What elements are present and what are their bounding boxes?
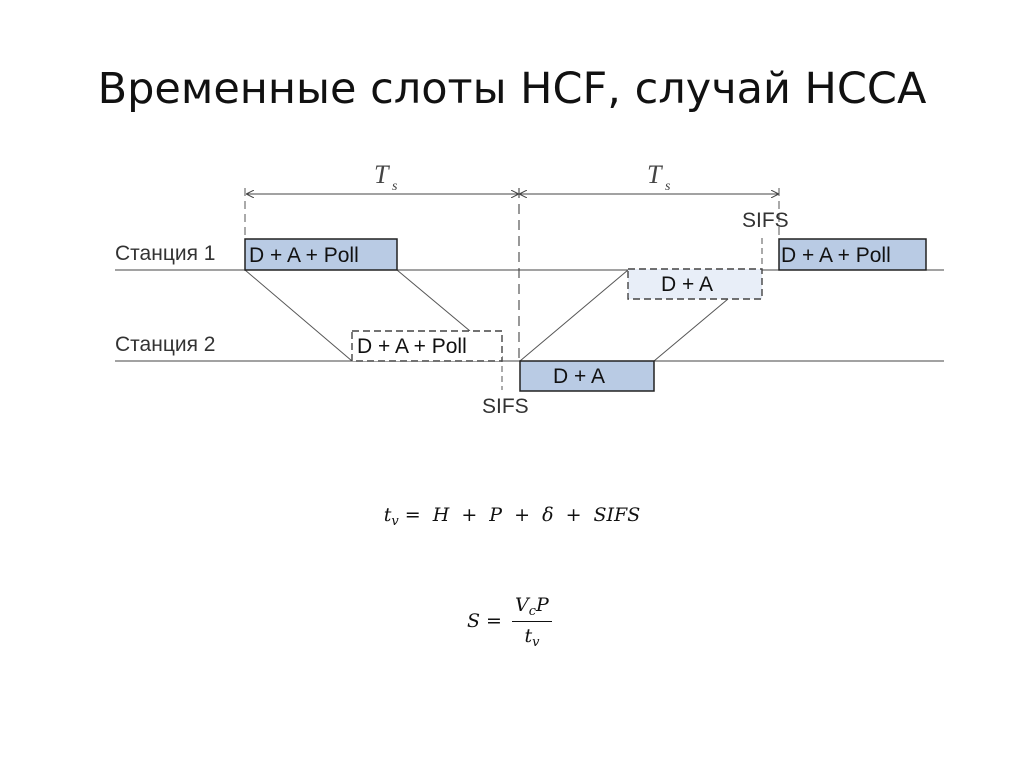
- ts-label-1: T: [374, 160, 390, 189]
- svg-text:D + A + Poll: D + A + Poll: [249, 244, 359, 267]
- prop-line-1b: [396, 269, 471, 332]
- svg-text:D + A: D + A: [553, 365, 605, 388]
- sifs-label-top: SIFS: [742, 209, 789, 232]
- formula-s-lhs: S =: [467, 610, 502, 632]
- station-2-label: Станция 2: [115, 333, 215, 356]
- frame-s1-poll-2: D + A + Poll: [778, 238, 927, 271]
- formula-tv-t: t: [383, 504, 392, 526]
- ts-label-2: T: [647, 160, 663, 189]
- frame-s1-ack: D + A: [627, 268, 763, 300]
- sifs-label-bottom: SIFS: [482, 395, 529, 418]
- ts-sub-2: s: [665, 179, 671, 194]
- frame-s2-data: D + A: [519, 360, 655, 392]
- prop-line-2b: [653, 298, 729, 362]
- svg-text:D + A + Poll: D + A + Poll: [781, 244, 891, 267]
- station-1-label: Станция 1: [115, 242, 215, 265]
- formula-s-denominator: tv: [524, 625, 540, 650]
- prop-line-1a: [244, 269, 353, 362]
- svg-text:D + A: D + A: [661, 273, 713, 296]
- formula-tv: tv = H + P + δ + SIFS: [0, 504, 1024, 529]
- ts-sub-1: s: [392, 179, 398, 194]
- formula-s-numerator: VcP: [512, 594, 552, 622]
- slide-title: Временные слоты HCF, случай HCCA: [97, 64, 927, 114]
- formula-s-fraction: VcP tv: [512, 594, 552, 650]
- formula-tv-rhs: = H + P + δ + SIFS: [404, 504, 641, 526]
- frame-s1-poll-1: D + A + Poll: [244, 238, 398, 271]
- frame-s2-poll-rx: D + A + Poll: [351, 330, 503, 362]
- formula-tv-sub: v: [391, 514, 399, 529]
- svg-text:D + A + Poll: D + A + Poll: [357, 335, 467, 358]
- prop-line-2a: [519, 269, 629, 362]
- formula-s: S = VcP tv: [467, 594, 552, 650]
